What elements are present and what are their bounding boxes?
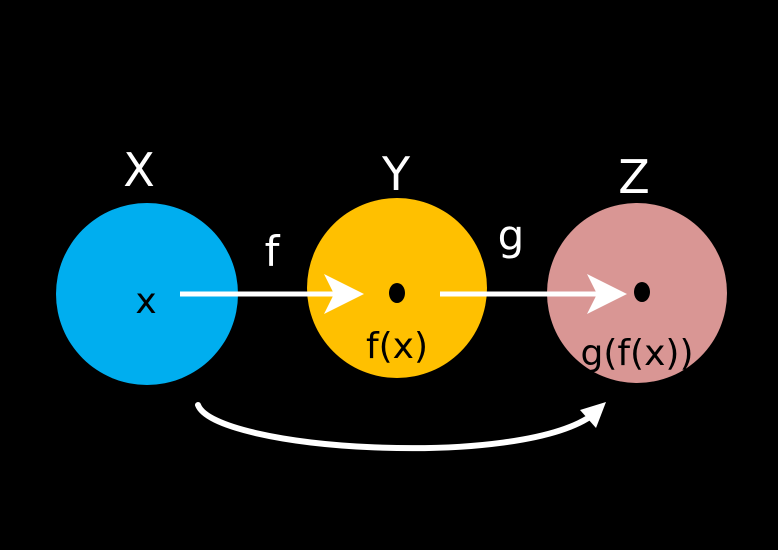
point-gfx — [634, 282, 650, 302]
element-fx-label: f(x) — [366, 326, 428, 367]
element-x-label: x — [135, 281, 156, 322]
function-f-label: f — [265, 227, 281, 276]
arrow-composition-head — [580, 402, 606, 428]
set-x-label: X — [123, 143, 155, 197]
point-fx — [389, 283, 405, 303]
set-x-circle — [56, 203, 238, 385]
set-z-label: Z — [618, 150, 650, 204]
element-gfx-label: g(f(x)) — [580, 333, 693, 374]
function-g-label: g — [498, 211, 525, 260]
arrow-composition-curve — [195, 402, 597, 452]
set-y-label: Y — [381, 147, 411, 201]
